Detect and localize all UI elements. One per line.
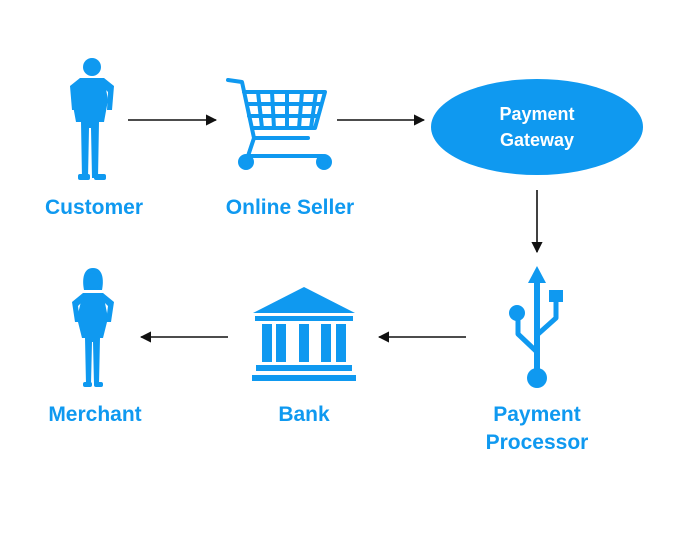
customer-label: Customer [44, 196, 144, 219]
payment-processor-line2: Processor [485, 431, 589, 454]
payment-processor-label: Payment Processor [462, 401, 612, 457]
shopping-cart-icon [226, 78, 332, 170]
payment-gateway-ellipse [431, 79, 643, 175]
payment-gateway-label: Payment Gateway [477, 101, 597, 153]
online-seller-label: Online Seller [225, 196, 355, 219]
standing-woman-icon [72, 268, 114, 387]
usb-trident-icon [509, 266, 563, 388]
merchant-label: Merchant [48, 403, 142, 426]
payment-gateway-line1: Payment [499, 104, 575, 124]
bank-label: Bank [278, 403, 330, 426]
payment-processor-line1: Payment [493, 403, 581, 426]
bank-building-icon [252, 287, 356, 381]
standing-man-icon [70, 58, 114, 180]
payment-gateway-line2: Gateway [499, 130, 575, 150]
